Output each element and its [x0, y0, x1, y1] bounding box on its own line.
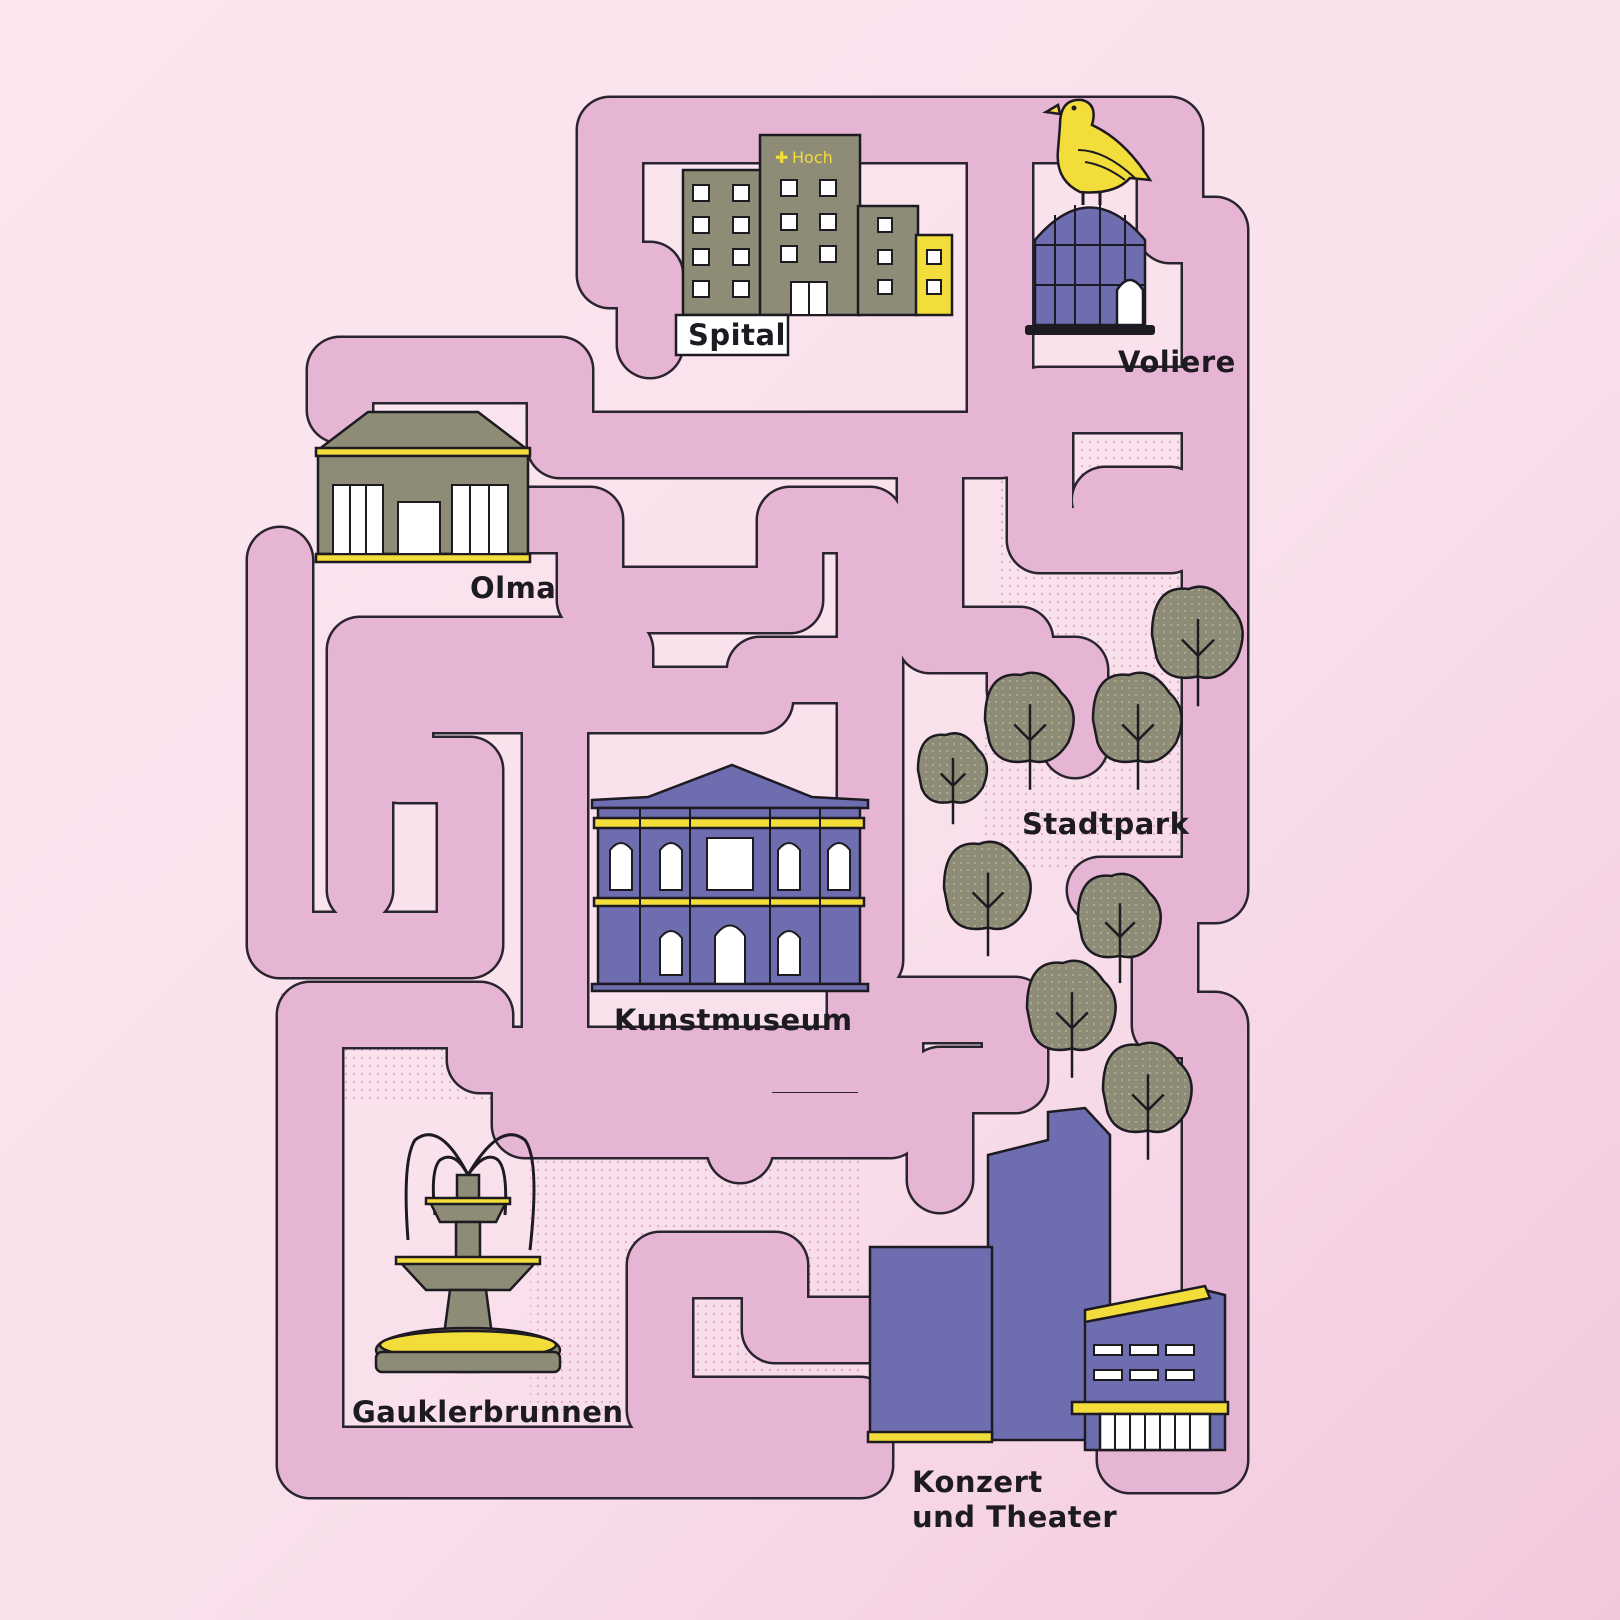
- museum-icon: [590, 763, 870, 993]
- gauklerbrunnen-fountain: Gauklerbrunnen: [352, 1133, 624, 1429]
- label-gauklerbrunnen: Gauklerbrunnen: [352, 1395, 624, 1429]
- olma-building: Olma: [314, 410, 556, 605]
- theater-icon: [866, 1106, 1230, 1452]
- kunstmuseum-building: Kunstmuseum: [590, 763, 870, 1037]
- tree-icon: [1150, 585, 1244, 707]
- tree-icon: [1091, 671, 1183, 790]
- stadtpark: [916, 585, 1244, 1160]
- voliere-building: Voliere: [1025, 98, 1236, 379]
- tree-icon: [1025, 959, 1117, 1078]
- label-stadtpark: Stadtpark: [1022, 807, 1190, 841]
- tree-icon: [942, 840, 1032, 957]
- hospital-icon: ✚: [681, 133, 954, 317]
- tree-icon: [1101, 1041, 1193, 1160]
- tree-icon: [916, 732, 989, 825]
- label-kunstmuseum: Kunstmuseum: [614, 1003, 853, 1037]
- fountain-icon: [374, 1133, 562, 1374]
- label-olma: Olma: [470, 571, 556, 605]
- label-spital: Spital: [688, 318, 786, 352]
- birdcage-icon: [1025, 205, 1155, 335]
- maze-path: [245, 95, 1250, 1500]
- label-theater-line2: und Theater: [912, 1500, 1117, 1534]
- label-theater-line1: Konzert: [912, 1465, 1043, 1499]
- bird-icon: [1042, 98, 1153, 205]
- tree-icon: [1076, 872, 1162, 984]
- tree-icon: [983, 671, 1075, 790]
- hall-icon: [314, 410, 532, 564]
- label-voliere: Voliere: [1118, 345, 1236, 379]
- svg-text:✚: ✚: [775, 148, 788, 167]
- spital-building: ✚ Hoch Spital: [674, 133, 954, 357]
- theater-building: Konzert und Theater: [866, 1106, 1230, 1534]
- hospital-sign: Hoch: [792, 148, 833, 167]
